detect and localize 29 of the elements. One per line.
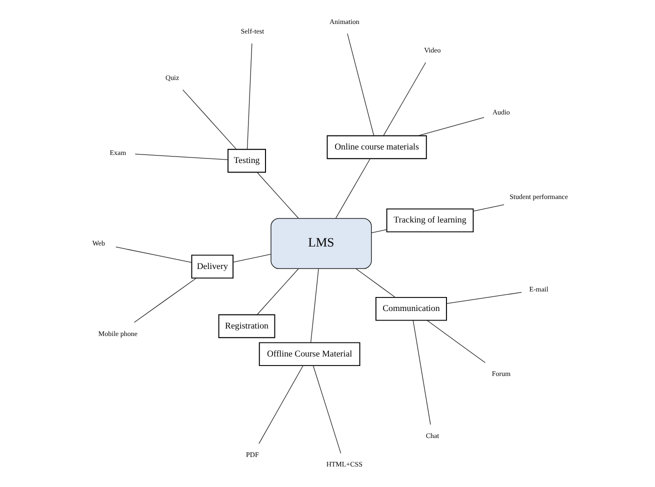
connector xyxy=(347,33,374,136)
node-box: Delivery xyxy=(191,254,234,279)
node-box: Offline Course Material xyxy=(258,342,360,366)
connector xyxy=(473,204,504,212)
connector xyxy=(246,43,252,150)
connector xyxy=(412,320,431,425)
connector xyxy=(134,154,228,160)
connector xyxy=(232,254,272,263)
connector xyxy=(256,268,299,315)
connector xyxy=(258,365,304,444)
connector xyxy=(446,292,522,304)
node-box: Tracking of learning xyxy=(386,208,474,232)
connector xyxy=(371,229,388,234)
node-box: Online course materials xyxy=(326,135,427,160)
node-box: Registration xyxy=(218,314,276,338)
connector xyxy=(134,278,196,323)
connector xyxy=(256,172,299,219)
connector xyxy=(116,246,192,263)
connector xyxy=(418,117,484,136)
node-box: LMS xyxy=(270,218,372,269)
connector xyxy=(312,365,342,454)
connector xyxy=(182,90,237,150)
node-box: Communication xyxy=(375,296,447,321)
connector xyxy=(310,268,319,343)
connector xyxy=(356,268,396,298)
connector xyxy=(426,320,486,363)
node-box: Testing xyxy=(228,148,266,173)
connector xyxy=(335,158,371,218)
connector xyxy=(383,62,426,136)
